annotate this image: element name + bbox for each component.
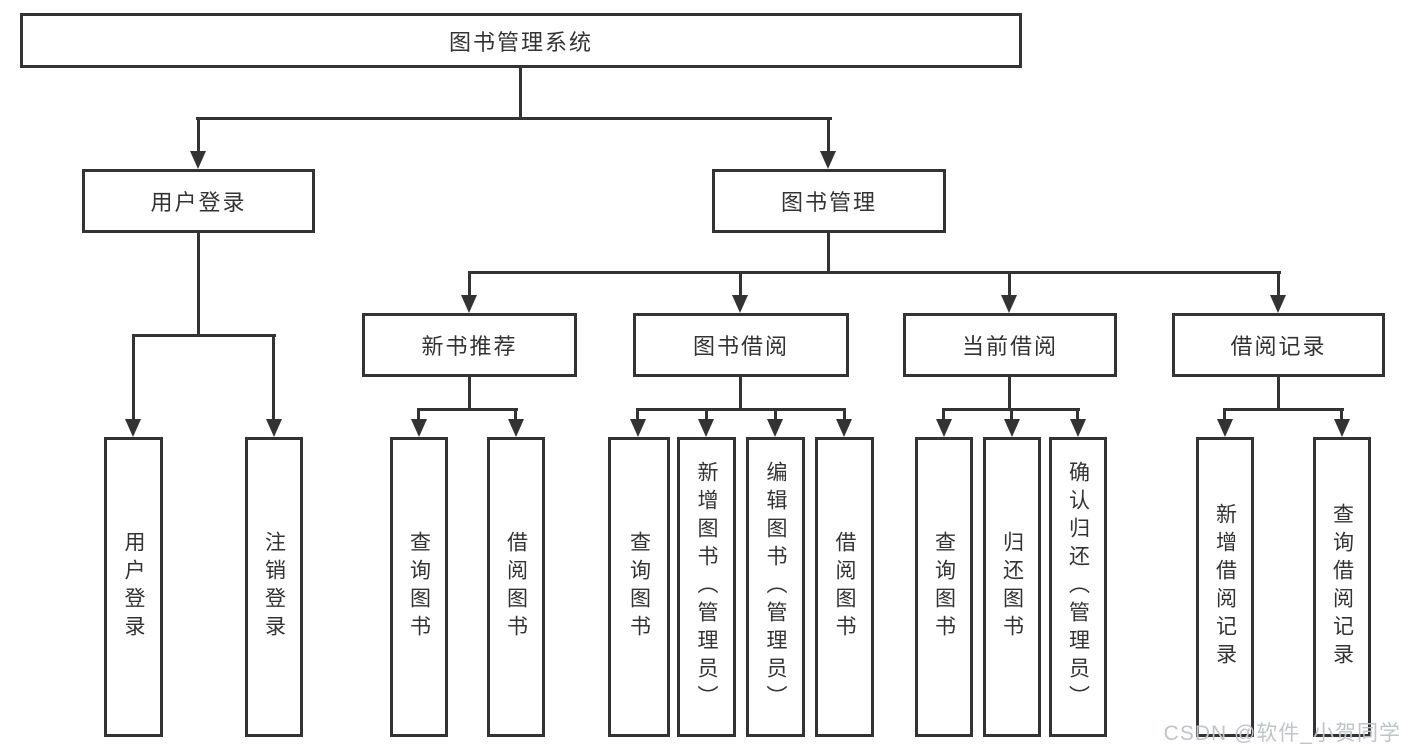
arrow-down-icon xyxy=(1004,419,1020,437)
connector-vline xyxy=(942,408,945,420)
leaf-add-books-admin: 新增图书（管理员） xyxy=(677,437,736,737)
connector-vline xyxy=(1008,377,1011,409)
leaf-label: 查询借阅记录 xyxy=(1330,503,1354,671)
arrow-down-icon xyxy=(1070,419,1086,437)
leaf-query-books-borrow: 查询图书 xyxy=(608,437,670,737)
leaf-label: 查询图书 xyxy=(932,531,956,643)
arrow-down-icon xyxy=(1334,419,1350,437)
connector-vline xyxy=(514,408,517,420)
leaf-label: 借阅图书 xyxy=(833,531,856,643)
connector-hline xyxy=(417,408,518,411)
node-label: 图书管理系统 xyxy=(448,29,593,55)
leaf-label: 新增图书（管理员） xyxy=(695,461,718,713)
leaf-label: 确认归还（管理员） xyxy=(1066,461,1090,713)
leaf-label: 新增借阅记录 xyxy=(1213,503,1237,671)
node-label: 图书管理 xyxy=(780,190,877,215)
arrow-down-icon xyxy=(461,295,477,313)
connector-vline xyxy=(1076,408,1079,420)
connector-hline xyxy=(468,271,1281,274)
connector-vline xyxy=(1223,408,1226,420)
leaf-label: 用户登录 xyxy=(122,531,145,643)
leaf-label: 注销登录 xyxy=(262,531,286,643)
connector-vline xyxy=(1277,377,1280,409)
arrow-down-icon xyxy=(767,419,783,437)
leaf-query-books-recommend: 查询图书 xyxy=(390,437,448,737)
connector-hline xyxy=(1223,408,1344,411)
leaf-return-books: 归还图书 xyxy=(983,437,1041,737)
connector-vline xyxy=(1008,271,1011,296)
node-book-management: 图书管理 xyxy=(712,169,946,233)
connector-vline xyxy=(519,68,522,118)
watermark: CSDN @软件_小贺同学 xyxy=(1163,722,1401,745)
leaf-query-borrow-record: 查询借阅记录 xyxy=(1313,437,1371,737)
leaf-query-books-current: 查询图书 xyxy=(915,437,973,737)
leaf-label: 查询图书 xyxy=(627,531,651,643)
node-new-book-recommend: 新书推荐 xyxy=(362,313,577,377)
connector-vline xyxy=(1277,271,1280,296)
arrow-down-icon xyxy=(630,419,646,437)
leaf-label: 归还图书 xyxy=(1000,531,1024,643)
connector-vline xyxy=(843,408,846,420)
node-label: 借阅记录 xyxy=(1230,334,1327,359)
connector-vline xyxy=(272,334,275,420)
leaf-logout: 注销登录 xyxy=(245,437,303,737)
arrow-down-icon xyxy=(698,419,714,437)
connector-vline xyxy=(197,233,200,335)
leaf-borrow-books-recommend: 借阅图书 xyxy=(487,437,545,737)
node-user-login: 用户登录 xyxy=(82,169,315,233)
connector-hline xyxy=(636,408,846,411)
connector-vline xyxy=(705,408,708,420)
connector-vline xyxy=(417,408,420,420)
connector-vline xyxy=(739,377,742,409)
arrow-down-icon xyxy=(1217,419,1233,437)
leaf-confirm-return-admin: 确认归还（管理员） xyxy=(1049,437,1107,737)
connector-vline xyxy=(132,334,135,420)
leaf-label: 编辑图书（管理员） xyxy=(764,461,787,713)
connector-vline xyxy=(827,233,830,272)
node-label: 新书推荐 xyxy=(421,334,518,359)
arrow-down-icon xyxy=(1270,295,1286,313)
arrow-down-icon xyxy=(411,419,427,437)
arrow-down-icon xyxy=(820,151,836,169)
connector-vline xyxy=(774,408,777,420)
connector-vline xyxy=(468,271,471,296)
leaf-borrow-books: 借阅图书 xyxy=(815,437,874,737)
arrow-down-icon xyxy=(732,295,748,313)
leaf-label: 借阅图书 xyxy=(504,531,528,643)
node-label: 用户登录 xyxy=(150,190,247,215)
connector-vline xyxy=(1340,408,1343,420)
connector-hline xyxy=(196,117,832,120)
leaf-user-login: 用户登录 xyxy=(104,437,163,737)
connector-vline xyxy=(468,377,471,409)
connector-hline xyxy=(132,334,276,337)
leaf-add-borrow-record: 新增借阅记录 xyxy=(1196,437,1254,737)
connector-vline xyxy=(197,117,200,152)
arrow-down-icon xyxy=(936,419,952,437)
connector-vline xyxy=(1010,408,1013,420)
node-borrow-record: 借阅记录 xyxy=(1172,313,1385,377)
connector-vline xyxy=(636,408,639,420)
node-current-borrow: 当前借阅 xyxy=(903,313,1117,377)
arrow-down-icon xyxy=(1001,295,1017,313)
node-book-borrow: 图书借阅 xyxy=(633,313,849,377)
connector-vline xyxy=(739,271,742,296)
node-label: 当前借阅 xyxy=(961,334,1058,359)
leaf-edit-books-admin: 编辑图书（管理员） xyxy=(746,437,805,737)
arrow-down-icon xyxy=(125,419,141,437)
node-library-management-system: 图书管理系统 xyxy=(20,13,1022,68)
connector-vline xyxy=(827,117,830,152)
arrow-down-icon xyxy=(836,419,852,437)
node-label: 图书借阅 xyxy=(692,334,789,359)
arrow-down-icon xyxy=(190,151,206,169)
leaf-label: 查询图书 xyxy=(407,531,431,643)
arrow-down-icon xyxy=(508,419,524,437)
arrow-down-icon xyxy=(266,419,282,437)
